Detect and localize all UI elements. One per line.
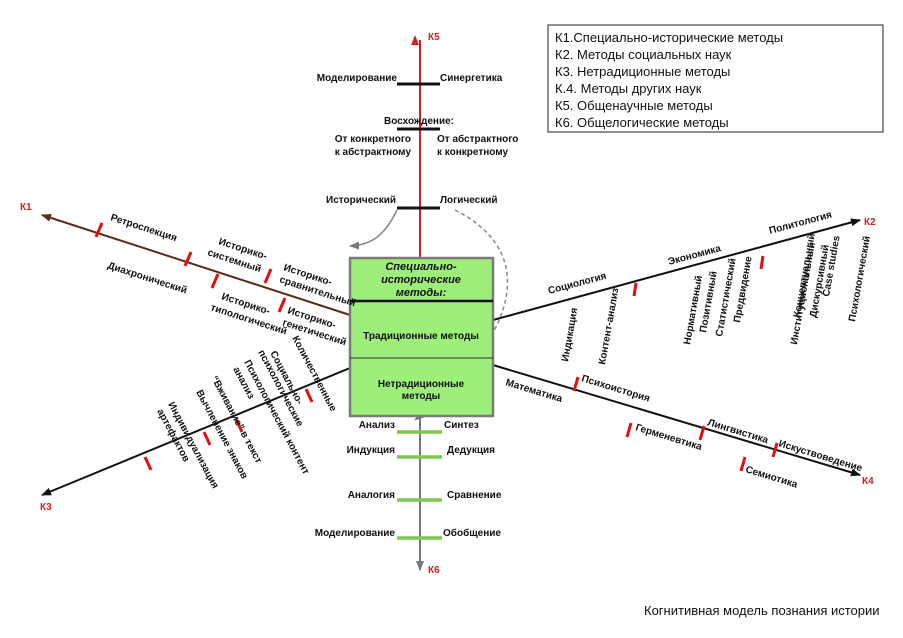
k1-group: Ретроспекция Диахронический Историко- си…	[94, 212, 357, 348]
k4-mathematics: Математика	[504, 377, 564, 405]
legend-k2: К2. Методы социальных наук	[555, 47, 732, 62]
axis-k3	[41, 367, 351, 496]
k6-group: Анализ Синтез Индукция Дедукция Аналогия…	[315, 420, 502, 540]
box-title-line1: Специально-	[385, 261, 457, 273]
axis-k1	[41, 213, 351, 316]
legend-k6: К6. Общелогические методы	[555, 115, 729, 130]
curve-historical-arrow	[349, 209, 398, 250]
k3-tick	[304, 388, 314, 403]
k4-tick	[739, 456, 747, 472]
k4-hermeneutics: Герменевтика	[634, 422, 704, 453]
k4-psychohistory: Психоистория	[580, 373, 651, 404]
k6-synthesis: Синтез	[444, 420, 479, 431]
axis-label-k1: К1	[20, 202, 32, 213]
k3-tick	[143, 456, 153, 471]
legend-box	[547, 24, 884, 133]
k4-group: Математика Психоистория Герменевтика Лин…	[504, 373, 864, 490]
k6-analysis: Анализ	[359, 420, 395, 431]
k5-abstract-line2: к конкретному	[437, 147, 509, 158]
k2-sociology: Социология	[547, 271, 608, 297]
k6-generalization: Обобщение	[443, 527, 501, 539]
legend: К1.Специально-исторические методы К2. Ме…	[547, 24, 884, 133]
box-title-line3: методы:	[396, 287, 447, 299]
axis-label-k4: К4	[862, 476, 874, 487]
k1-tick	[183, 251, 193, 267]
axis-k2	[492, 218, 861, 321]
k5-historical: Исторический	[326, 195, 396, 206]
k5-logical: Логический	[440, 195, 498, 206]
k1-tick	[263, 268, 273, 284]
k1-tick	[94, 222, 104, 238]
box-title-line2: исторические	[381, 274, 461, 286]
curve-logical-arrow	[414, 209, 509, 421]
k6-comparison: Сравнение	[447, 490, 502, 501]
k2-statistical: Статистический	[714, 257, 739, 337]
k2-tick	[632, 282, 638, 297]
legend-k3: К3. Нетрадиционные методы	[555, 64, 730, 79]
legend-k4: К.4. Методы других наук	[555, 81, 702, 96]
k4-art-history: Искуствоведение	[777, 438, 864, 474]
k3-tick	[202, 431, 212, 446]
axis-k4	[492, 364, 861, 477]
diagram-caption: Когнитивная модель познания истории	[644, 603, 880, 618]
legend-k1: К1.Специально-исторические методы	[555, 30, 783, 45]
axis-label-k6: К6	[428, 565, 440, 576]
k5-concrete-line1: От конкретного	[335, 134, 411, 145]
k3-tick	[234, 418, 244, 433]
axis-label-k5: К5	[428, 32, 440, 43]
k4-tick	[625, 422, 633, 438]
k5-ascent: Восхождение:	[384, 116, 454, 127]
k2-group: Социология Экономика Политология Индикац…	[547, 209, 873, 365]
k5-concrete-line2: к абстрактному	[335, 146, 412, 158]
central-box-rect	[348, 256, 495, 418]
k2-content-analysis: Контент-анализ	[597, 287, 621, 365]
k6-induction: Индукция	[347, 445, 396, 456]
box-nontraditional-line2: методы	[402, 391, 440, 402]
k2-psychological: Психологический	[847, 235, 873, 322]
k2-politology: Политология	[768, 209, 833, 236]
k4-tick	[572, 376, 580, 392]
central-box: Специально- исторические методы: Традици…	[348, 256, 495, 418]
k4-tick	[698, 425, 706, 441]
k5-group: Моделирование Синергетика Восхождение: О…	[317, 73, 518, 210]
k6-analogy: Аналогия	[348, 490, 395, 501]
k2-tick	[759, 255, 765, 270]
axis-label-k3: К3	[40, 502, 52, 513]
k6-modeling: Моделирование	[315, 528, 396, 539]
k1-tick	[210, 273, 220, 289]
box-traditional: Традиционные методы	[363, 331, 479, 342]
axis-label-k2: К2	[864, 217, 876, 228]
k1-tick	[277, 297, 287, 313]
legend-k5: К5. Общенаучные методы	[555, 98, 713, 113]
box-nontraditional-line1: Нетрадиционные	[378, 379, 465, 390]
k4-tick	[771, 442, 779, 458]
k2-indication: Индикация	[560, 307, 580, 363]
k5-synergetics: Синергетика	[440, 73, 503, 84]
k4-semiotics: Семиотика	[744, 464, 799, 490]
k1-diachronic: Диахронический	[106, 260, 188, 296]
k6-deduction: Дедукция	[447, 445, 495, 456]
k5-abstract-line1: От абстрактного	[437, 133, 518, 145]
k5-modeling: Моделирование	[317, 73, 398, 84]
